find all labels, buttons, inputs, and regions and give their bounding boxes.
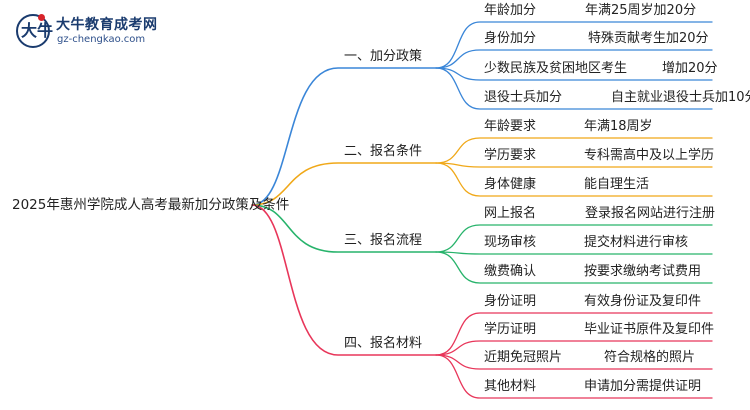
- leaf-value: 符合规格的照片: [604, 350, 696, 365]
- leaf-value: 专科需高中及以上学历: [584, 148, 715, 163]
- leaf-name: 身份加分: [484, 31, 537, 46]
- leaf-value: 特殊贡献考生加20分: [588, 31, 709, 46]
- leaf-value: 增加20分: [662, 61, 718, 76]
- leaf-connector: [435, 162, 713, 197]
- leaf-name: 年龄要求: [484, 119, 537, 134]
- leaf-value: 年满25周岁加20分: [585, 3, 697, 18]
- branch-label: 一、加分政策: [344, 49, 423, 64]
- leaf-value: 提交材料进行审核: [584, 235, 689, 250]
- branch-label: 三、报名流程: [344, 233, 423, 248]
- leaf-name: 学历证明: [484, 322, 537, 337]
- leaf-value: 年满18周岁: [584, 119, 653, 134]
- logo-name: 大牛教育成考网: [56, 17, 158, 33]
- leaf-connector: [435, 312, 713, 356]
- leaf-name: 现场审核: [484, 235, 537, 250]
- leaf-connector: [435, 224, 713, 253]
- site-logo: 大牛 大牛教育成考网 gz-chengkao.com: [14, 12, 184, 52]
- leaf-name: 其他材料: [484, 379, 537, 394]
- leaf-connector: [435, 21, 713, 69]
- logo-glyph: 大牛: [21, 21, 54, 40]
- branch-connector: [251, 204, 437, 356]
- leaf-connector: [435, 340, 713, 356]
- branch-label: 四、报名材料: [344, 336, 423, 351]
- leaf-name: 身体健康: [484, 177, 537, 192]
- branch-connector: [251, 204, 437, 253]
- leaf-connector: [435, 49, 713, 69]
- leaf-value: 自主就业退役士兵加10分: [611, 90, 750, 105]
- leaf-connector: [435, 251, 713, 284]
- branch-label: 二、报名条件: [344, 144, 423, 159]
- leaf-value: 有效身份证及复印件: [584, 294, 702, 309]
- logo-dot: [38, 14, 45, 21]
- leaf-name: 缴费确认: [484, 264, 537, 279]
- logo-badge: [16, 14, 50, 48]
- leaf-name: 身份证明: [484, 294, 537, 309]
- leaf-name: 少数民族及贫困地区考生: [484, 61, 628, 76]
- leaf-connector: [435, 162, 713, 168]
- leaf-connector: [435, 67, 713, 81]
- branch-connector: [251, 67, 437, 206]
- leaf-name: 年龄加分: [484, 3, 537, 18]
- root-node: 2025年惠州学院成人高考最新加分政策及条件: [12, 197, 290, 213]
- leaf-name: 退役士兵加分: [484, 90, 563, 105]
- leaf-name: 近期免冠照片: [484, 350, 563, 365]
- leaf-value: 能自理生活: [584, 177, 650, 192]
- leaf-value: 按要求缴纳考试费用: [584, 264, 702, 279]
- leaf-value: 毕业证书原件及复印件: [584, 322, 715, 337]
- leaf-connector: [435, 354, 713, 399]
- leaf-connector: [435, 67, 713, 110]
- leaf-connector: [435, 354, 713, 370]
- leaf-connector: [435, 137, 713, 164]
- branch-connector: [251, 162, 437, 206]
- leaf-value: 登录报名网站进行注册: [585, 206, 716, 221]
- leaf-name: 学历要求: [484, 148, 537, 163]
- logo-url: gz-chengkao.com: [57, 34, 146, 45]
- leaf-name: 网上报名: [484, 206, 537, 221]
- leaf-connector: [435, 251, 713, 255]
- leaf-value: 申请加分需提供证明: [584, 379, 702, 394]
